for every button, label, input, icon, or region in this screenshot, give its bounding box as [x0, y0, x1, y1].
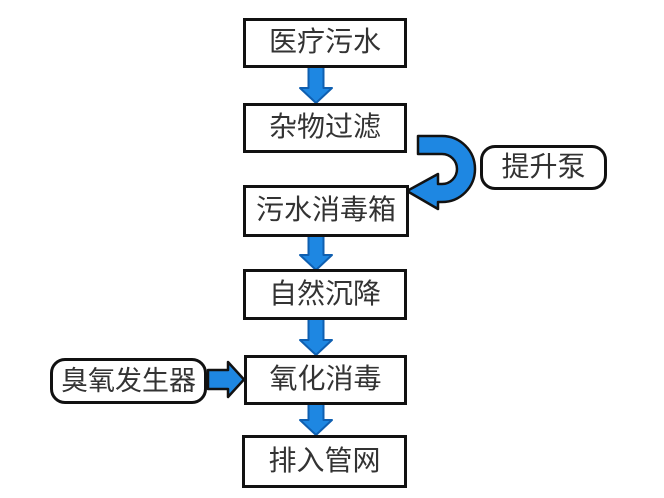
uturn-arrow-icon	[405, 134, 477, 211]
node-oxidation-disinfection: 氧化消毒	[244, 355, 407, 405]
right-arrow-icon	[206, 360, 246, 399]
node-sewage-disinfection-tank-label: 污水消毒箱	[255, 195, 396, 226]
node-medical-sewage-label: 医疗污水	[268, 27, 381, 58]
down-arrow-1-icon	[299, 66, 333, 104]
node-debris-filter: 杂物过滤	[243, 103, 407, 153]
down-arrow-3-icon	[299, 318, 333, 356]
node-discharge-pipe-network-label: 排入管网	[268, 445, 381, 477]
node-ozone-generator: 臭氧发生器	[50, 358, 207, 404]
node-sewage-disinfection-tank: 污水消毒箱	[243, 185, 409, 237]
node-medical-sewage: 医疗污水	[243, 18, 407, 68]
node-debris-filter-label: 杂物过滤	[268, 112, 381, 143]
down-arrow-2-icon	[299, 234, 333, 271]
node-lift-pump-label: 提升泵	[501, 151, 586, 183]
node-oxidation-disinfection-label: 氧化消毒	[269, 364, 382, 395]
node-natural-settling-label: 自然沉降	[268, 278, 381, 310]
down-arrow-4-icon	[299, 403, 333, 436]
node-natural-settling: 自然沉降	[243, 269, 407, 320]
node-lift-pump: 提升泵	[480, 145, 607, 190]
node-discharge-pipe-network: 排入管网	[242, 435, 407, 488]
node-ozone-generator-label: 臭氧发生器	[61, 365, 196, 396]
